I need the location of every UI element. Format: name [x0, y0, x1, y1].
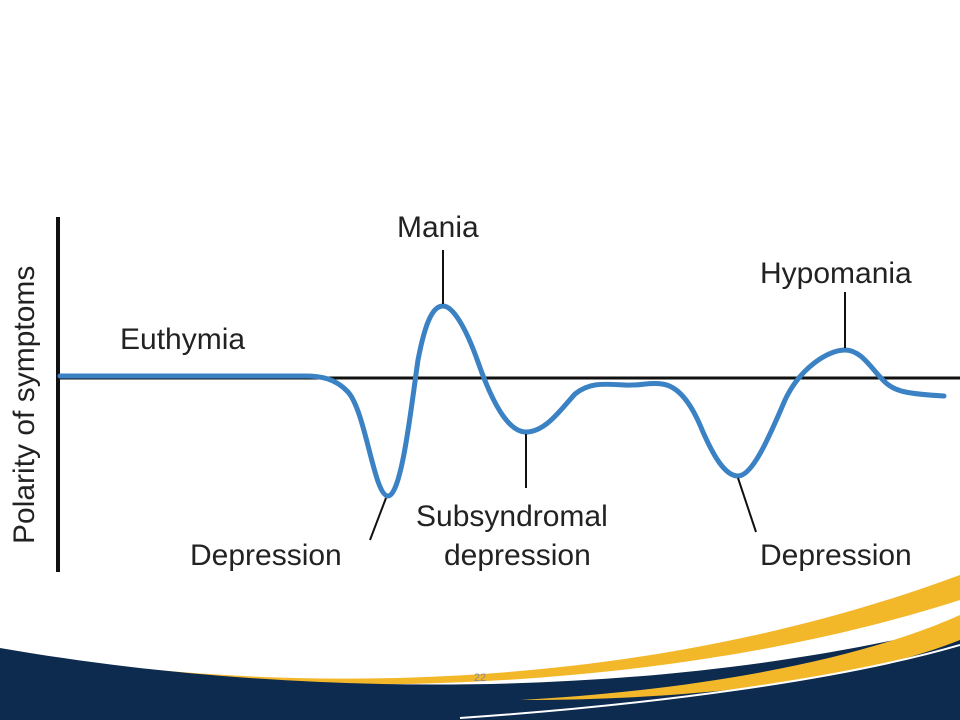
- footer-gold-accent: [520, 615, 960, 700]
- label-euthymia: Euthymia: [120, 323, 245, 356]
- footer-navy-band: [0, 625, 960, 720]
- label-depression-1: Depression: [190, 539, 342, 572]
- label-subsyndromal-line1: Subsyndromal: [416, 500, 608, 533]
- depression-2-leader-line: [737, 477, 757, 533]
- page-number: 22: [474, 672, 486, 684]
- label-depression-2: Depression: [760, 539, 912, 572]
- label-mania: Mania: [397, 211, 479, 244]
- label-subsyndromal-line2: depression: [444, 539, 591, 572]
- label-hypomania: Hypomania: [760, 257, 912, 290]
- footer-wave-decoration: [0, 575, 960, 720]
- mood-curve: [57, 303, 947, 499]
- depression-1-leader-line: [369, 497, 387, 541]
- y-axis-title: Polarity of symptoms: [8, 266, 41, 544]
- footer-white-line: [459, 644, 960, 719]
